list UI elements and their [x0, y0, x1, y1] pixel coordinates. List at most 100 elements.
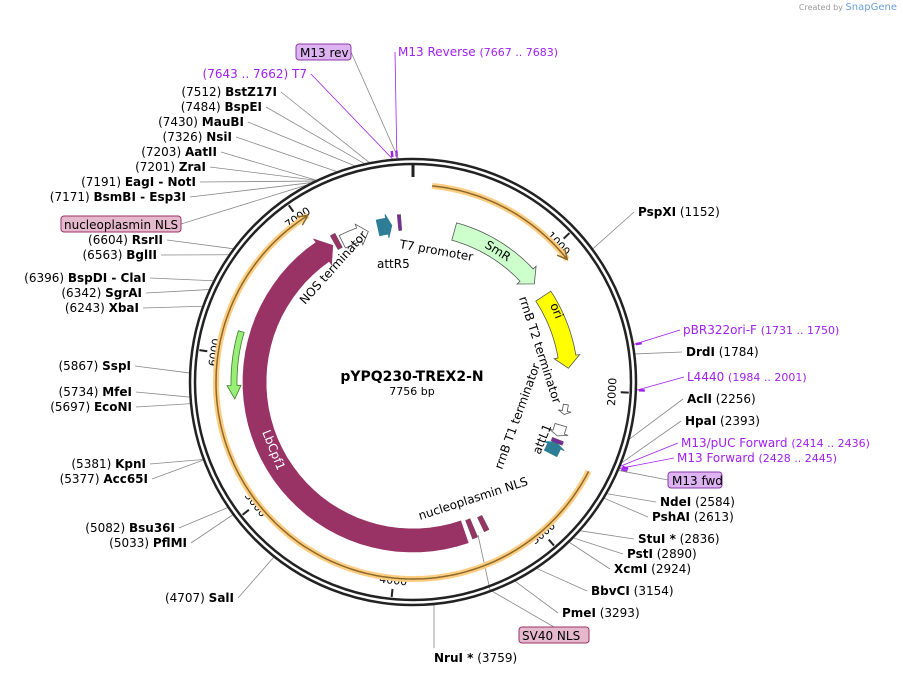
- nucleoplasmin-nls-bottom-feature[interactable]: [465, 518, 479, 540]
- primer-m13-puc-forward[interactable]: M13/pUC Forward (2414 .. 2436): [681, 436, 870, 450]
- enzyme-site-hpai[interactable]: HpaI (2393): [685, 414, 760, 428]
- enzyme-site-bbvci[interactable]: BbvCI (3154): [591, 584, 674, 598]
- nucleoplasmin-nls-top-feature[interactable]: [329, 232, 343, 251]
- enzyme-site-mfei[interactable]: (5734) MfeI: [59, 385, 132, 399]
- tick-mark: [390, 588, 394, 598]
- enzyme-site-aatii[interactable]: (7203) AatII: [141, 145, 217, 159]
- enzyme-leader-line: [151, 459, 204, 480]
- enzyme-site-xbai[interactable]: (6243) XbaI: [65, 301, 139, 315]
- sv40-nls-box: [518, 626, 590, 644]
- enzyme-site-maubi[interactable]: (7430) MauBI: [158, 115, 244, 129]
- enzyme-site-kpni[interactable]: (5381) KpnI: [71, 457, 146, 471]
- nos-terminator-arrow[interactable]: [338, 223, 369, 249]
- enzyme-site-sali[interactable]: (4707) SalI: [165, 591, 234, 605]
- enzyme-site-sspi[interactable]: (5867) SspI: [58, 359, 131, 373]
- enzyme-site-pmei[interactable]: PmeI (3293): [562, 606, 640, 620]
- orange-arc-1-arrowhead: [556, 248, 569, 261]
- site-labels: (7512) BstZ17I(7484) BspEI(7430) MauBI(7…: [24, 45, 870, 665]
- plasmid-length: 7756 bp: [389, 385, 434, 398]
- feature-label-rrnb-t1[interactable]: rrnB T1 terminator: [492, 361, 543, 471]
- enzyme-site-stui[interactable]: StuI * (2836): [638, 532, 720, 546]
- enzyme-site-ndei[interactable]: NdeI (2584): [660, 495, 735, 509]
- enzyme-site-acli[interactable]: AclI (2256): [687, 392, 756, 406]
- enzyme-leader-line: [621, 420, 682, 463]
- primer-m13-rev-label[interactable]: M13 rev: [300, 46, 349, 60]
- attl1-arrow[interactable]: [543, 441, 565, 458]
- enzyme-leader-line: [145, 289, 209, 294]
- enzyme-leader-line: [199, 180, 315, 183]
- primer-site-mark: [621, 468, 628, 473]
- snapgene-logo: SnapGene: [845, 2, 897, 13]
- tick-mark: [562, 232, 571, 240]
- m13-fwd-leader: [618, 470, 669, 481]
- enzyme-site-eagi[interactable]: (7191) EagI - NotI: [81, 175, 196, 189]
- enzyme-site-bstz17i[interactable]: (7512) BstZ17I: [181, 85, 277, 99]
- feature-sv40-nls-label[interactable]: SV40 NLS: [522, 629, 580, 643]
- primer-t7[interactable]: (7643 .. 7662) T7: [203, 67, 307, 81]
- primer-pbr322ori-f[interactable]: pBR322ori-F (1731 .. 1750): [683, 323, 839, 337]
- enzyme-leader-line: [604, 497, 649, 518]
- feature-label-ori[interactable]: ori: [547, 301, 566, 321]
- orange-arc-1[interactable]: [431, 185, 568, 260]
- primer-l4440[interactable]: L4440 (1984 .. 2001): [687, 370, 807, 384]
- enzyme-leader-line: [569, 542, 611, 570]
- tick-mark: [199, 349, 208, 353]
- enzyme-leader-line: [247, 121, 355, 167]
- enzyme-site-xcmi[interactable]: XcmI (2924): [614, 562, 691, 576]
- enzyme-site-psti[interactable]: PstI (2890): [627, 547, 697, 561]
- enzyme-site-bsmbi[interactable]: (7171) BsmBI - Esp3I: [50, 190, 186, 204]
- enzyme-leader-line: [580, 530, 635, 540]
- primer-m13-reverse[interactable]: M13 Reverse (7667 .. 7683): [398, 45, 558, 59]
- ori-arrow[interactable]: [535, 290, 581, 369]
- enzyme-leader-line: [166, 239, 234, 250]
- rrnb-t1-terminator-arrow[interactable]: [548, 423, 569, 437]
- enzyme-leader-line: [280, 91, 370, 163]
- backbone-inner: [193, 162, 633, 602]
- sv40-nls-feature[interactable]: [477, 514, 490, 533]
- enzyme-site-zrai[interactable]: (7201) ZraI: [135, 160, 206, 174]
- enzyme-leader-line: [592, 211, 635, 249]
- tick-mark: [241, 509, 250, 516]
- enzyme-site-nrui[interactable]: NruI * (3759): [434, 651, 517, 665]
- enzyme-site-drdi[interactable]: DrdI (1784): [686, 345, 759, 359]
- rrnb-t2-terminator-arrow[interactable]: [558, 403, 572, 415]
- enzyme-leader-line: [265, 106, 365, 164]
- feature-nucleoplasmin-nls-label[interactable]: nucleoplasmin NLS: [64, 218, 178, 232]
- enzyme-leader-line: [209, 166, 316, 181]
- lbcpf1-arrow[interactable]: [242, 238, 469, 553]
- enzyme-site-nsii[interactable]: (7326) NsiI: [163, 130, 232, 144]
- enzyme-site-econi[interactable]: (5697) EcoNI: [50, 400, 132, 414]
- primer-leader-line: [394, 51, 398, 159]
- primer-m13-forward[interactable]: M13 Forward (2428 .. 2445): [677, 451, 837, 465]
- nucleoplasmin-nls-leader: [180, 184, 306, 225]
- enzyme-site-pspxi[interactable]: PspXI (1152): [638, 205, 720, 219]
- attl1-primer-site[interactable]: [550, 436, 564, 446]
- primer-site-mark: [635, 341, 642, 346]
- t7-promoter-feature[interactable]: [396, 214, 403, 232]
- enzyme-site-acc65i[interactable]: (5377) Acc65I: [60, 472, 148, 486]
- enzyme-leader-line: [220, 151, 317, 181]
- feature-label-attr5[interactable]: attR5: [377, 257, 410, 271]
- green-arrow-feature[interactable]: [226, 330, 245, 400]
- attr5-arrow[interactable]: [375, 214, 393, 239]
- enzyme-leader-line: [237, 557, 274, 599]
- orange-arc-2[interactable]: [215, 214, 590, 580]
- enzyme-site-bglii[interactable]: (6563) BglII: [83, 248, 158, 262]
- tick-mark: [548, 538, 555, 547]
- enzyme-site-sgrai[interactable]: (6342) SgrAI: [61, 286, 142, 300]
- enzyme-site-pshai[interactable]: PshAI (2613): [652, 510, 734, 524]
- enzyme-leader-line: [235, 136, 337, 172]
- enzyme-leader-line: [149, 459, 203, 465]
- snapgene-credit: Created by SnapGene: [799, 2, 897, 13]
- smr-arrow[interactable]: [451, 222, 537, 285]
- enzyme-site-pflmi[interactable]: (5033) PflMI: [109, 536, 187, 550]
- enzyme-site-rsrii[interactable]: (6604) RsrII: [88, 233, 163, 247]
- feature-label-nucleoplasmin-nls[interactable]: nucleoplasmin NLS: [417, 474, 530, 523]
- enzyme-site-bspdi[interactable]: (6396) BspDI - ClaI: [24, 271, 146, 285]
- enzyme-site-bsu36i[interactable]: (5082) Bsu36I: [85, 521, 175, 535]
- primer-m13-fwd-label[interactable]: M13 fwd: [672, 474, 723, 488]
- enzyme-site-bspei[interactable]: (7484) BspEI: [181, 100, 262, 114]
- enzyme-leader-line: [142, 305, 203, 309]
- primer-leader-line: [620, 442, 679, 467]
